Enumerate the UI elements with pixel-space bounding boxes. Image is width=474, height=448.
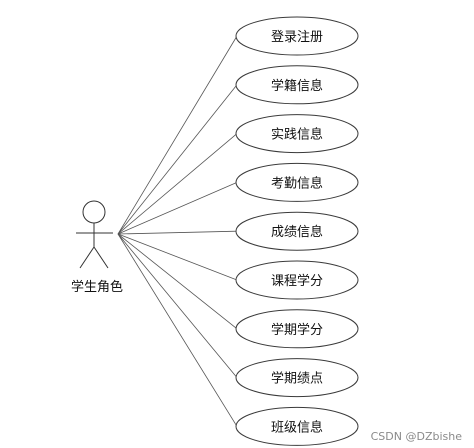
- use-case-item: 考勤信息: [235, 162, 359, 202]
- use-case-label: 实践信息: [271, 127, 323, 143]
- watermark-text: CSDN @DZbishe: [371, 430, 463, 443]
- association-line: [117, 230, 238, 235]
- use-case-ellipse: [235, 406, 359, 446]
- use-case-item: 班级信息: [235, 406, 359, 446]
- use-case-item: 课程学分: [235, 260, 359, 300]
- use-case-label: 登录注册: [271, 30, 323, 45]
- use-case-item: 学期学分: [235, 309, 359, 349]
- use-case-label: 成绩信息: [271, 224, 323, 240]
- association-line: [117, 84, 238, 235]
- association-line: [117, 133, 238, 235]
- use-case-label: 考勤信息: [271, 175, 323, 191]
- use-case-ellipse: [235, 162, 359, 202]
- use-case-label: 班级信息: [271, 419, 323, 435]
- use-case-item: 学籍信息: [235, 65, 359, 105]
- actor-head-icon: [82, 200, 106, 224]
- use-case-ellipse: [235, 260, 359, 300]
- use-case-item: 学期绩点: [235, 358, 359, 398]
- use-case-ellipse: [235, 309, 359, 349]
- association-line: [117, 233, 238, 330]
- use-case-item: 成绩信息: [235, 211, 359, 251]
- association-line: [117, 233, 238, 281]
- actor-label: 学生角色: [71, 279, 123, 295]
- use-case-ellipse: [235, 16, 359, 56]
- actor-student: 学生角色: [71, 200, 123, 295]
- association-line: [117, 35, 238, 235]
- use-case-ellipse: [235, 358, 359, 398]
- use-case-label: 课程学分: [271, 273, 323, 289]
- use-case-ellipse: [235, 114, 359, 154]
- use-case-item: 登录注册: [235, 16, 359, 56]
- association-line: [117, 182, 238, 235]
- use-case-label: 学期绩点: [271, 371, 323, 387]
- association-lines: [117, 35, 238, 427]
- use-case-ellipse: [235, 65, 359, 105]
- actor-left-leg: [79, 246, 95, 269]
- actor-right-leg: [93, 246, 109, 269]
- use-case-item: 实践信息: [235, 114, 359, 154]
- association-line: [117, 233, 238, 427]
- use-case-ellipse: [235, 211, 359, 251]
- use-case-label: 学期学分: [271, 322, 323, 338]
- association-line: [117, 233, 238, 378]
- use-case-label: 学籍信息: [271, 78, 323, 94]
